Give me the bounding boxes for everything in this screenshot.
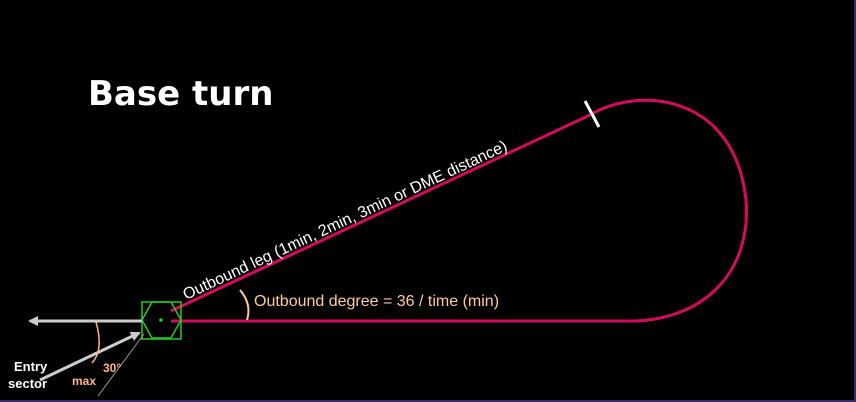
inbound-arrow-icon (39, 331, 141, 382)
base-turn-arc (589, 98, 748, 323)
outbound-leg-label: Outbound leg (1min, 2min, 3min or DME di… (181, 138, 511, 304)
diagram-title: Base turn (88, 74, 273, 114)
entry-angle-qualifier: max (72, 374, 96, 388)
entry-angle-value: 30° (103, 361, 121, 375)
outbound-leg-end-tick (583, 100, 601, 128)
entry-sector-boundary-line (97, 333, 145, 397)
entry-sector-angle-arc (91, 321, 100, 364)
outbound-leg-track (170, 113, 591, 313)
outbound-degree-label: Outbound degree = 36 / time (min) (254, 293, 499, 310)
entry-sector-label-line2: sector (8, 376, 47, 391)
entry-sector-label-line1: Entry (14, 359, 48, 374)
outbound-degree-arc (239, 289, 250, 321)
